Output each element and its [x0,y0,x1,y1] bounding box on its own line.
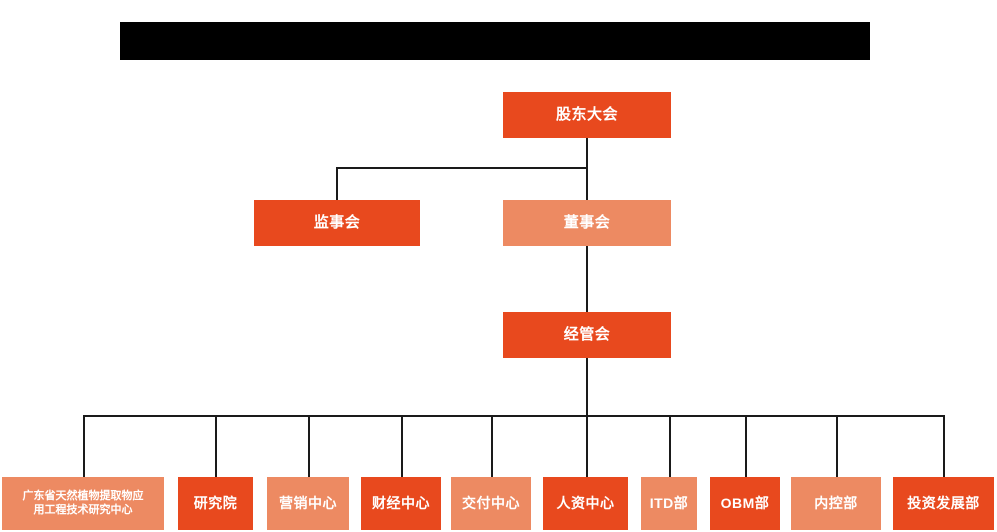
node-department-delivery-center[interactable]: 交付中心 [451,477,531,530]
connector-department-drop-4 [401,415,403,477]
connector-level2-bus [336,167,587,169]
node-department-obm[interactable]: OBM部 [710,477,780,530]
department-label-line1: 广东省天然植物提取物应 [22,489,144,502]
node-department-itd[interactable]: ITD部 [641,477,697,530]
connector-management-drop [586,358,588,416]
node-department-internal-control[interactable]: 内控部 [791,477,881,530]
connector-department-drop-5 [491,415,493,477]
connector-shareholders-drop [586,138,588,168]
node-board-of-directors[interactable]: 董事会 [503,200,671,246]
redacted-title-bar [120,22,870,60]
connector-directors-drop [586,167,588,200]
connector-department-drop-9 [836,415,838,477]
node-department-hr-center[interactable]: 人资中心 [543,477,628,530]
node-management-committee[interactable]: 经管会 [503,312,671,358]
node-department-research-center[interactable]: 广东省天然植物提取物应 用工程技术研究中心 [2,477,164,530]
connector-supervisors-drop [336,167,338,200]
connector-departments-bus [83,415,943,417]
node-department-marketing-center[interactable]: 营销中心 [267,477,349,530]
connector-department-drop-6 [586,415,588,477]
connector-department-drop-1 [83,415,85,477]
node-shareholders-meeting[interactable]: 股东大会 [503,92,671,138]
connector-department-drop-7 [669,415,671,477]
connector-department-drop-3 [308,415,310,477]
connector-directors-to-management [586,246,588,312]
connector-department-drop-10 [943,415,945,477]
node-department-investment-development[interactable]: 投资发展部 [893,477,994,530]
connector-department-drop-8 [745,415,747,477]
connector-department-drop-2 [215,415,217,477]
node-department-research-institute[interactable]: 研究院 [178,477,253,530]
node-board-of-supervisors[interactable]: 监事会 [254,200,420,246]
department-label-line2: 用工程技术研究中心 [33,503,133,516]
node-department-finance-center[interactable]: 财经中心 [361,477,441,530]
